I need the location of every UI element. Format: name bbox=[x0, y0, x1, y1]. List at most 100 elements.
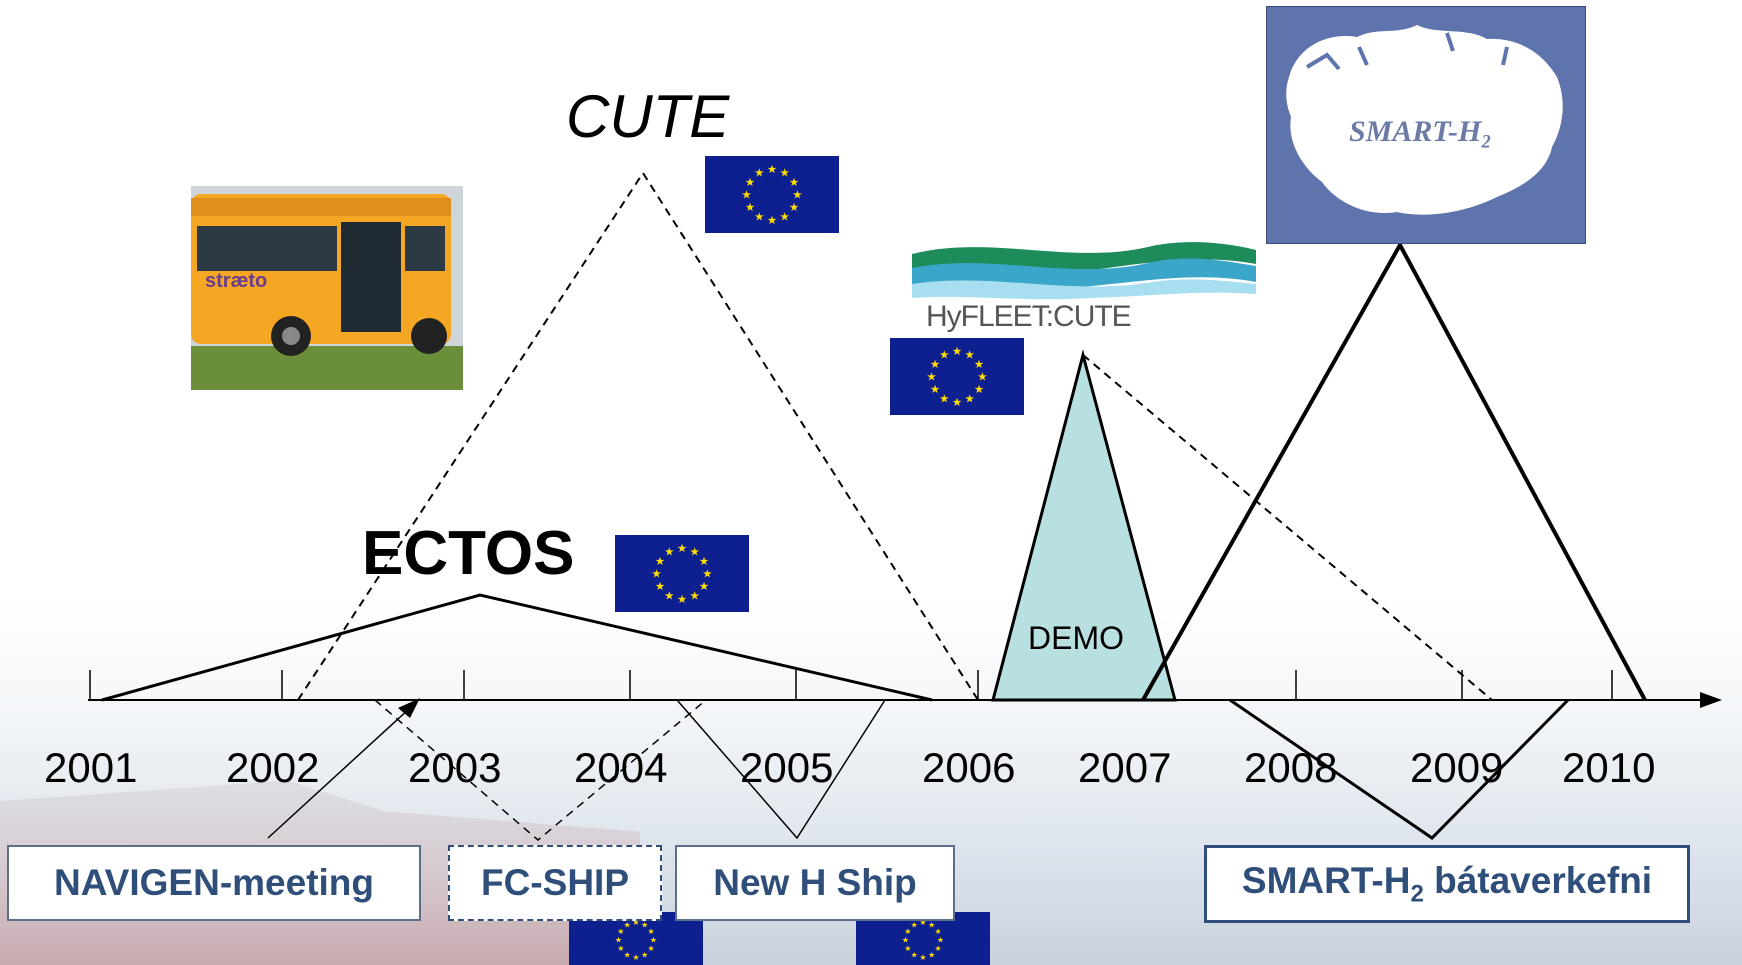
eu-star: ★ bbox=[965, 394, 975, 406]
year-label: 2007 bbox=[1078, 744, 1172, 791]
eu-star: ★ bbox=[767, 215, 777, 227]
eu-star: ★ bbox=[904, 944, 911, 953]
bus-sign-text: stræto bbox=[205, 270, 268, 292]
eu-stars: ★★★★★★★★★★★★ bbox=[615, 918, 657, 962]
year-label: 2010 bbox=[1562, 744, 1656, 791]
new-h-ship-box: New H Ship bbox=[675, 845, 955, 921]
eu-stars: ★★★★★★★★★★★★ bbox=[741, 164, 802, 227]
eu-star: ★ bbox=[780, 212, 790, 224]
eu-star: ★ bbox=[648, 944, 655, 953]
eu-star: ★ bbox=[690, 546, 700, 558]
eu-star: ★ bbox=[767, 164, 777, 176]
smart-h2-boat-project-box: SMART-H2 bátaverkefni bbox=[1204, 845, 1690, 923]
eu-star: ★ bbox=[664, 546, 674, 558]
eu-star: ★ bbox=[935, 927, 942, 936]
navigen-arrow bbox=[267, 707, 411, 839]
fcship-triangle bbox=[374, 699, 707, 841]
smart-triangle bbox=[1141, 240, 1647, 701]
eu-star: ★ bbox=[965, 349, 975, 361]
eu-star: ★ bbox=[952, 346, 962, 358]
eu-star: ★ bbox=[690, 591, 700, 603]
eu-star: ★ bbox=[926, 372, 936, 384]
smart-h2-map-logo: SMART-H₂ bbox=[1266, 6, 1586, 244]
hyfleet-logo: HyFLEET:CUTE bbox=[902, 232, 1264, 338]
year-label: 2004 bbox=[574, 744, 668, 791]
eu-star: ★ bbox=[977, 372, 987, 384]
eu-star: ★ bbox=[745, 202, 755, 214]
hyfleet-logo-text: HyFLEET:CUTE bbox=[926, 300, 1132, 333]
bus-photo: stræto bbox=[191, 186, 463, 390]
eu-star: ★ bbox=[641, 920, 648, 929]
demo-label: DEMO bbox=[1028, 620, 1124, 656]
eu-star: ★ bbox=[952, 397, 962, 409]
eu-star: ★ bbox=[935, 944, 942, 953]
year-label: 2003 bbox=[408, 744, 502, 791]
smart-boat-triangle bbox=[1229, 698, 1570, 840]
eu-stars: ★★★★★★★★★★★★ bbox=[651, 543, 712, 606]
eu-star: ★ bbox=[930, 384, 940, 396]
eu-star: ★ bbox=[632, 918, 639, 927]
year-label: 2002 bbox=[226, 744, 320, 791]
hyfleet-dashed-line bbox=[1082, 354, 1493, 701]
eu-flag-icon: ★★★★★★★★★★★★ bbox=[705, 156, 839, 233]
ectos-label: ECTOS bbox=[362, 519, 575, 588]
eu-stars: ★★★★★★★★★★★★ bbox=[926, 346, 987, 409]
eu-star: ★ bbox=[641, 951, 648, 960]
eu-star: ★ bbox=[651, 569, 661, 581]
smart-logo-text: SMART-H₂ bbox=[1349, 115, 1492, 148]
eu-star: ★ bbox=[648, 927, 655, 936]
eu-star: ★ bbox=[741, 190, 751, 202]
eu-star: ★ bbox=[699, 581, 709, 593]
eu-star: ★ bbox=[655, 556, 665, 568]
fc-ship-box: FC-SHIP bbox=[448, 845, 662, 921]
eu-star: ★ bbox=[677, 543, 687, 555]
eu-star: ★ bbox=[919, 918, 926, 927]
eu-flag-icon: ★★★★★★★★★★★★ bbox=[615, 535, 749, 612]
eu-stars: ★★★★★★★★★★★★ bbox=[902, 918, 944, 962]
eu-flag-icon: ★★★★★★★★★★★★ bbox=[890, 338, 1024, 415]
eu-star: ★ bbox=[624, 920, 631, 929]
fc-ship-label: FC-SHIP bbox=[481, 862, 629, 903]
eu-star: ★ bbox=[655, 581, 665, 593]
year-label: 2001 bbox=[44, 744, 138, 791]
eu-star: ★ bbox=[677, 594, 687, 606]
axis-ticks bbox=[89, 670, 1613, 700]
navigen-arrowhead bbox=[398, 698, 420, 718]
newship-triangle bbox=[676, 699, 886, 840]
eu-star: ★ bbox=[615, 936, 622, 945]
ectos-triangle bbox=[101, 593, 933, 702]
year-label: 2008 bbox=[1244, 744, 1338, 791]
axis-arrowhead bbox=[1700, 692, 1722, 708]
navigen-meeting-label: NAVIGEN-meeting bbox=[53, 862, 374, 903]
year-label: 2006 bbox=[922, 744, 1016, 791]
eu-star: ★ bbox=[937, 936, 944, 945]
eu-star: ★ bbox=[617, 944, 624, 953]
year-label: 2005 bbox=[740, 744, 834, 791]
eu-star: ★ bbox=[919, 953, 926, 962]
eu-star: ★ bbox=[702, 569, 712, 581]
eu-star: ★ bbox=[792, 190, 802, 202]
new-h-ship-label: New H Ship bbox=[713, 862, 917, 903]
cute-label: CUTE bbox=[566, 83, 730, 150]
eu-star: ★ bbox=[930, 359, 940, 371]
eu-star: ★ bbox=[902, 936, 909, 945]
eu-star: ★ bbox=[928, 920, 935, 929]
eu-star: ★ bbox=[632, 953, 639, 962]
eu-star: ★ bbox=[617, 927, 624, 936]
eu-star: ★ bbox=[780, 167, 790, 179]
eu-star: ★ bbox=[789, 202, 799, 214]
eu-star: ★ bbox=[928, 951, 935, 960]
smart-h2-boat-project-label: SMART-H2 bátaverkefni bbox=[1241, 859, 1653, 908]
eu-star: ★ bbox=[911, 920, 918, 929]
eu-star: ★ bbox=[974, 359, 984, 371]
eu-star: ★ bbox=[939, 394, 949, 406]
eu-star: ★ bbox=[939, 349, 949, 361]
eu-star: ★ bbox=[974, 384, 984, 396]
eu-star: ★ bbox=[624, 951, 631, 960]
eu-star: ★ bbox=[699, 556, 709, 568]
eu-star: ★ bbox=[664, 591, 674, 603]
navigen-meeting-box: NAVIGEN-meeting bbox=[7, 845, 421, 921]
demo-triangle bbox=[991, 349, 1177, 702]
year-label: 2009 bbox=[1410, 744, 1504, 791]
